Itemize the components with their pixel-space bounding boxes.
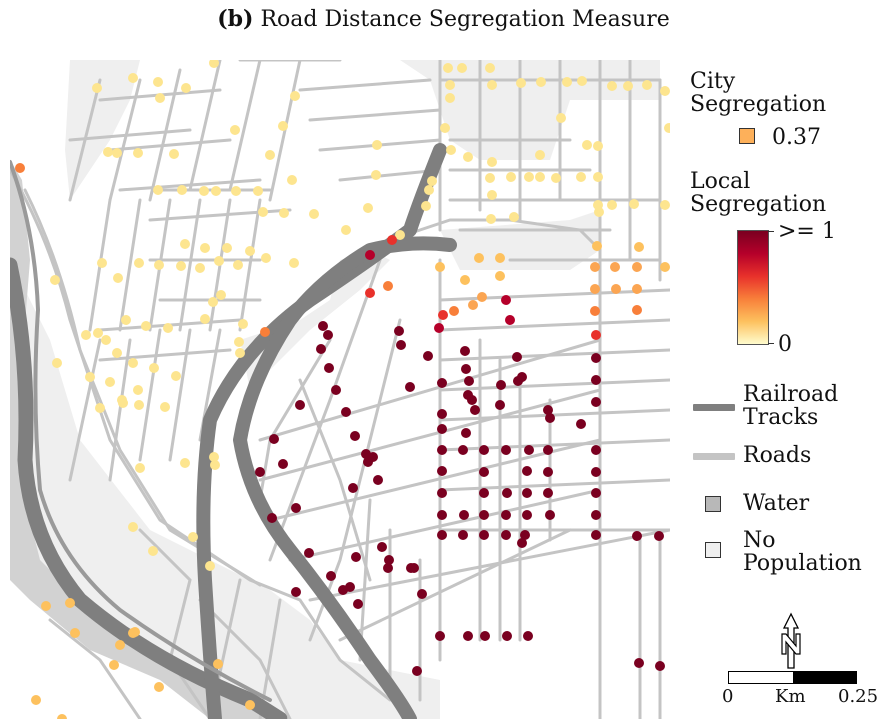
scale-bar-white <box>729 672 793 683</box>
city-label-line1: City <box>690 69 736 94</box>
no-population-legend-swatch <box>705 542 721 558</box>
water-legend-swatch <box>705 496 721 512</box>
local-label-line1: Local <box>690 169 751 194</box>
local-segregation-label: Local Segregation <box>690 170 826 216</box>
segregation-points <box>15 60 670 719</box>
railroad-label-line2: Tracks <box>743 405 819 430</box>
railroad-label-line1: Railroad <box>743 382 839 407</box>
no-population-legend-label: No Population <box>743 529 862 575</box>
roads-legend-label: Roads <box>743 443 812 468</box>
railroad-legend-label: Railroad Tracks <box>743 383 838 429</box>
no-population-areas <box>10 60 660 719</box>
scale-start-label: 0 <box>722 686 734 707</box>
title-text: Road Distance Segregation Measure <box>260 7 670 32</box>
city-label-line2: Segregation <box>690 92 827 117</box>
roads-legend-key <box>693 453 735 460</box>
water-legend-label: Water <box>743 491 810 516</box>
map-title: (b) Road Distance Segregation Measure <box>0 6 887 32</box>
colorbar-tick-min <box>768 343 774 344</box>
city-segregation-swatch <box>739 128 755 144</box>
local-segregation-colorbar <box>737 230 769 345</box>
panel-label: (b) <box>217 6 254 32</box>
city-segregation-label: City Segregation <box>690 70 826 116</box>
scale-unit-label: Km <box>775 686 806 707</box>
scale-bar-black <box>792 672 856 683</box>
local-label-line2: Segregation <box>690 192 827 217</box>
colorbar-max-label: >= 1 <box>778 219 836 244</box>
map-canvas[interactable] <box>10 60 670 719</box>
colorbar-tick-max <box>768 231 774 232</box>
colorbar-min-label: 0 <box>778 332 792 357</box>
scale-end-label: 0.25 <box>838 686 879 707</box>
railroad-legend-key <box>693 404 735 411</box>
city-segregation-value: 0.37 <box>772 125 821 150</box>
north-arrow-icon <box>781 612 801 669</box>
scale-bar <box>728 671 857 684</box>
nopop-label-line2: Population <box>743 551 862 576</box>
nopop-label-line1: No <box>743 528 776 553</box>
